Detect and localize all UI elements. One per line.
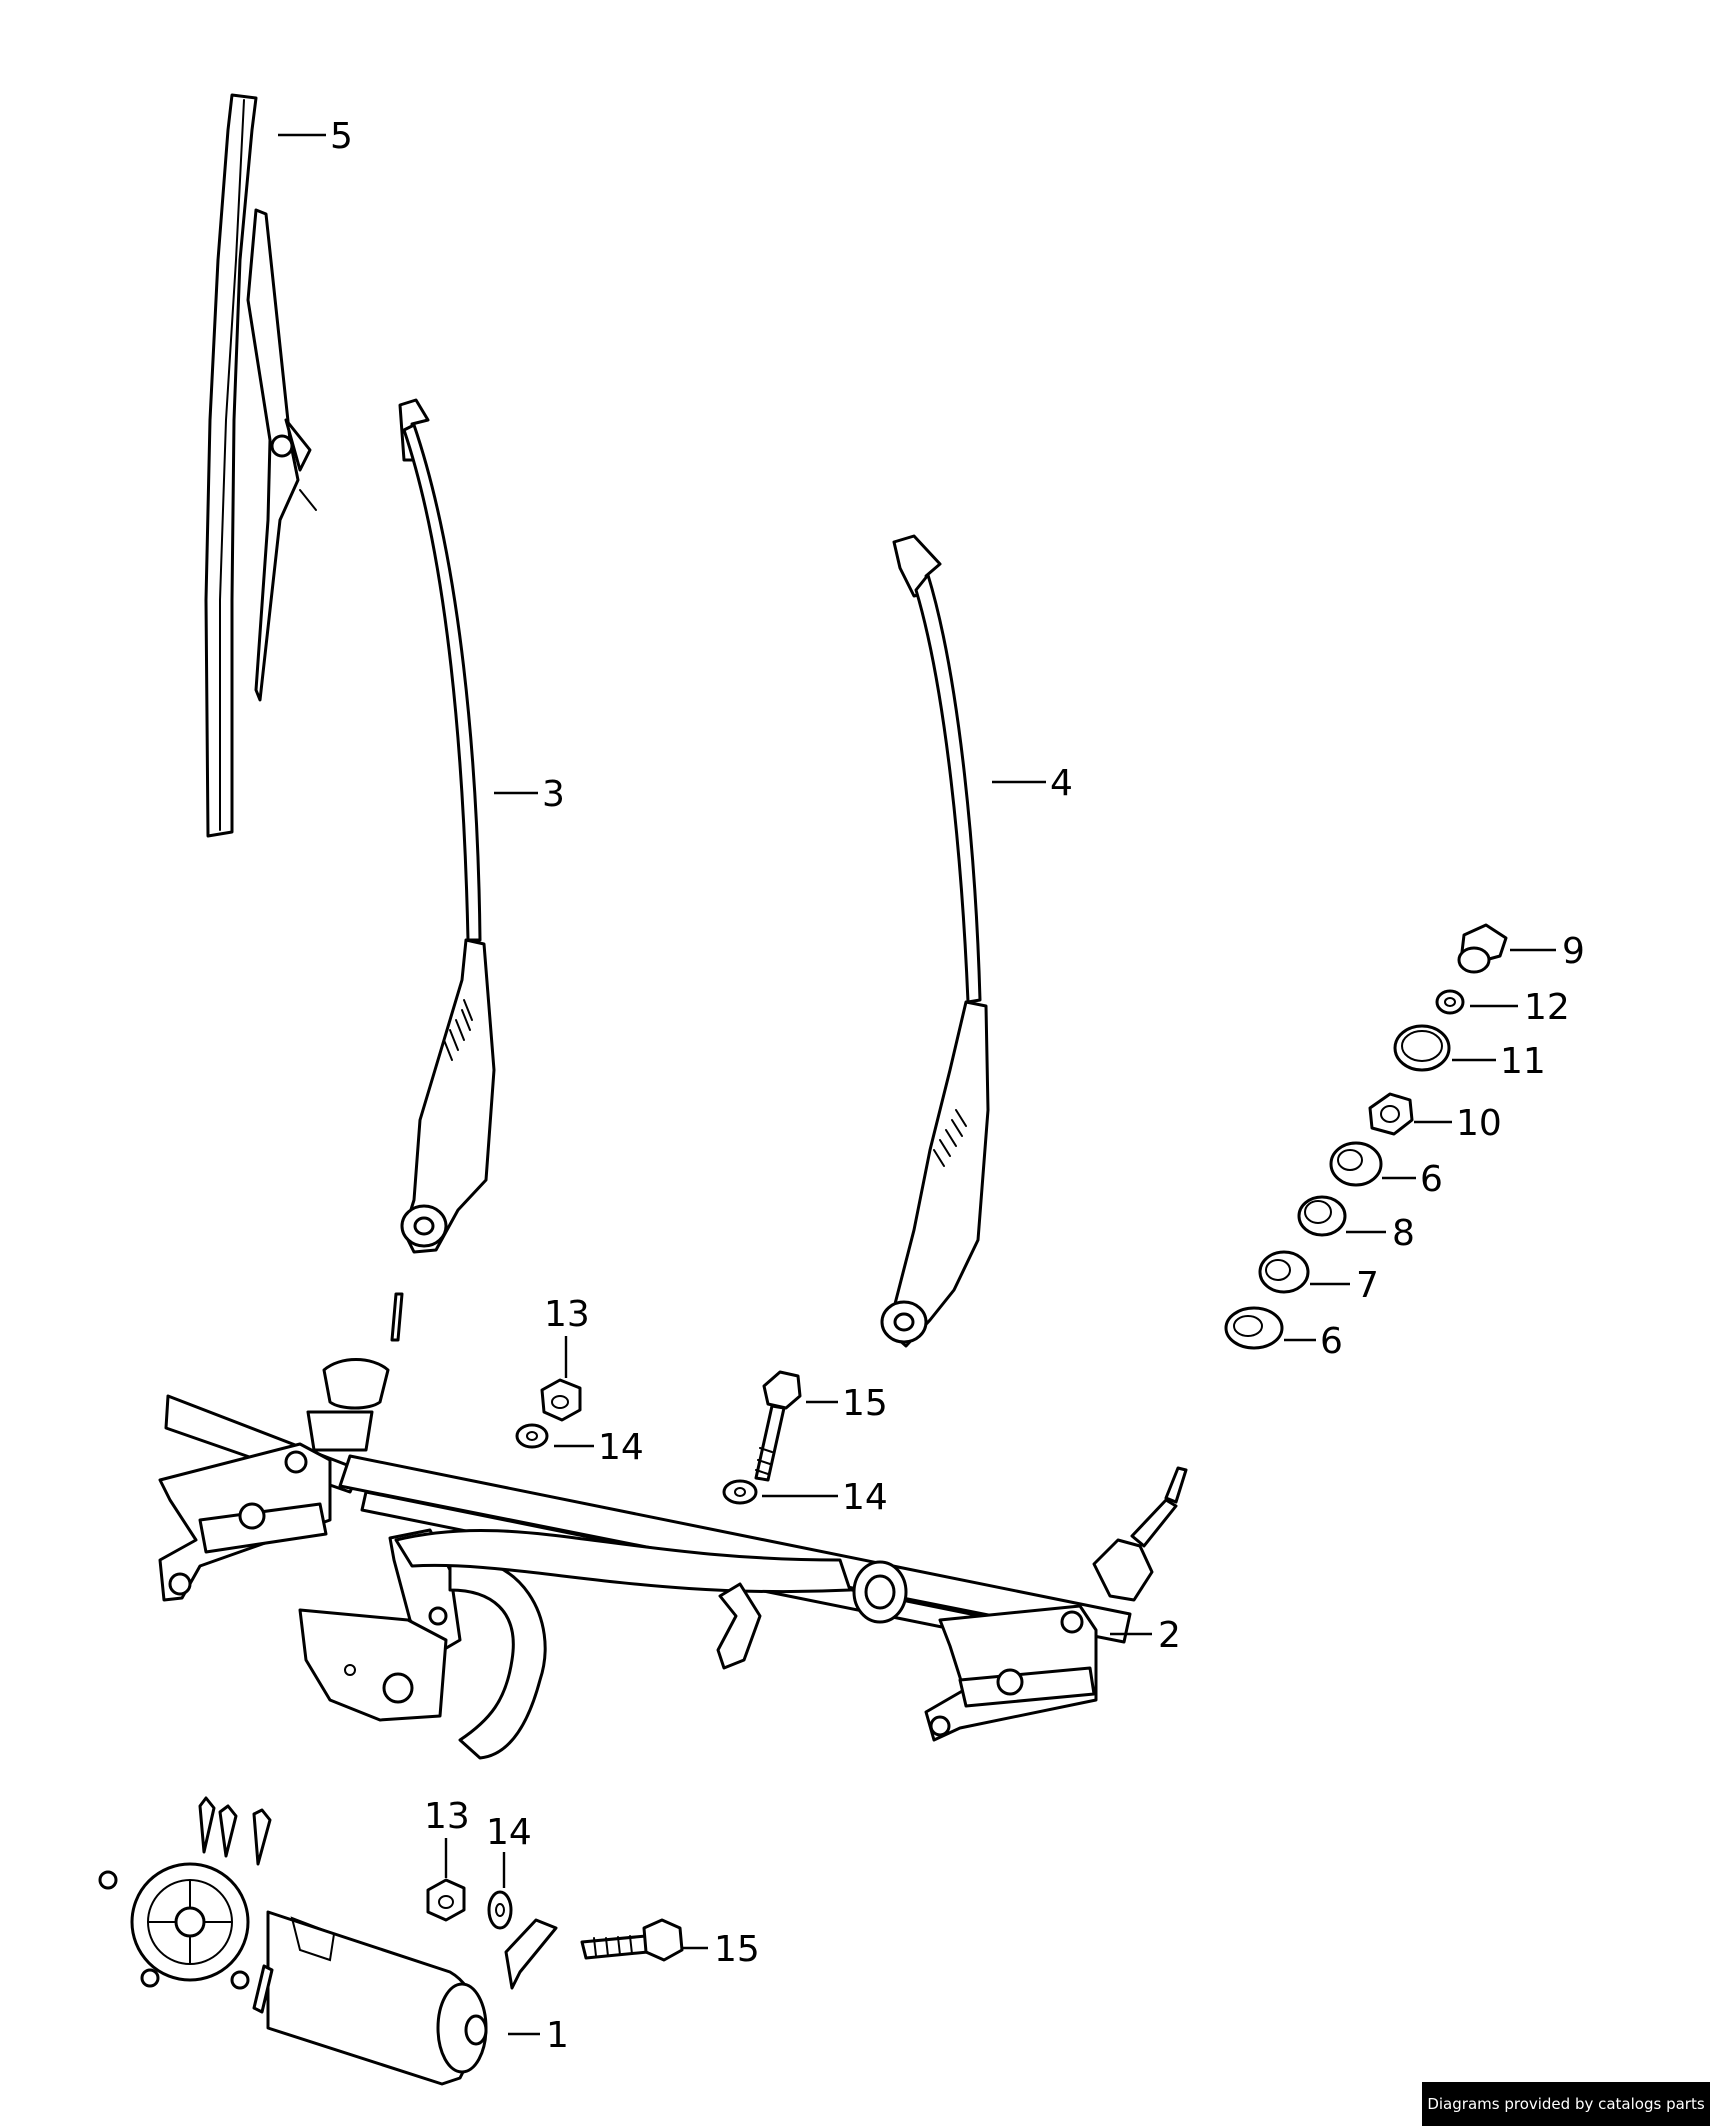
leader-lines (278, 133, 1556, 2036)
nut-part-9[interactable] (1457, 923, 1508, 974)
callout-8: 8 (1392, 1213, 1415, 1254)
callout-13-lower: 13 (424, 1796, 470, 1837)
bushing-part-8[interactable] (1297, 1195, 1347, 1237)
wiper-blade-part-5[interactable] (204, 93, 317, 838)
callout-7: 7 (1356, 1265, 1379, 1306)
nut-part-13-lower[interactable] (426, 1878, 466, 1922)
callout-labels: 5 3 4 9 12 11 10 6 8 7 6 13 14 15 14 2 1… (330, 116, 1585, 2056)
callout-5: 5 (330, 116, 353, 157)
bolt-part-15-lower[interactable] (580, 1918, 684, 1962)
wiper-linkage-frame-part-2[interactable] (158, 1292, 1188, 1760)
callout-14-lower: 14 (486, 1812, 532, 1853)
seal-part-7[interactable] (1258, 1250, 1310, 1294)
callout-11: 11 (1500, 1041, 1546, 1082)
washer-part-14-upper[interactable] (515, 1423, 549, 1449)
callout-2: 2 (1158, 1615, 1181, 1656)
wiper-motor-part-1[interactable] (98, 1796, 558, 2086)
callout-14-upper: 14 (598, 1427, 644, 1468)
callout-15-upper: 15 (842, 1383, 888, 1424)
washer-part-12[interactable] (1435, 989, 1465, 1015)
nut-part-10[interactable] (1368, 1092, 1414, 1136)
callout-10: 10 (1456, 1103, 1502, 1144)
washer-part-14-middle[interactable] (722, 1479, 758, 1505)
bolt-part-15-upper[interactable] (754, 1370, 802, 1482)
callout-6-upper: 6 (1420, 1159, 1443, 1200)
callout-3: 3 (542, 774, 565, 815)
washer-part-6-upper[interactable] (1329, 1141, 1383, 1187)
callout-4: 4 (1050, 763, 1073, 804)
callout-12: 12 (1524, 987, 1570, 1028)
callout-15-lower: 15 (714, 1929, 760, 1970)
callout-14-middle: 14 (842, 1477, 888, 1518)
washer-part-14-lower[interactable] (487, 1890, 513, 1930)
callout-1: 1 (546, 2015, 569, 2056)
callout-6-lower: 6 (1320, 1321, 1343, 1362)
washer-part-6-lower[interactable] (1224, 1306, 1284, 1350)
callout-13-upper: 13 (544, 1294, 590, 1335)
wiper-arm-part-4[interactable] (880, 534, 990, 1348)
cap-part-11[interactable] (1393, 1024, 1451, 1072)
nut-part-13-upper[interactable] (540, 1378, 582, 1422)
callout-9: 9 (1562, 931, 1585, 972)
wiper-arm-part-3[interactable] (398, 398, 496, 1254)
credit-banner: Diagrams provided by catalogs parts (1422, 2082, 1710, 2126)
